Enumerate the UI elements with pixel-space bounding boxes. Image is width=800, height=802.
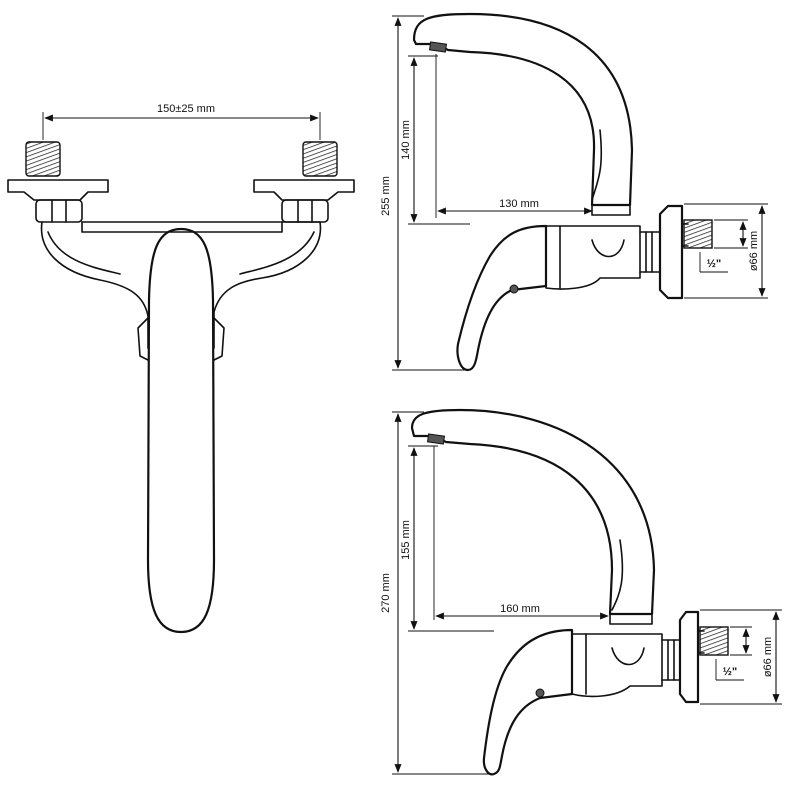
spout-long — [410, 408, 656, 616]
reach-label-long: 160 mm — [500, 603, 540, 615]
spout-height-label-short: 140 mm — [400, 120, 412, 160]
left-connector — [7, 141, 109, 223]
front-view: 150±25 mm — [7, 103, 355, 634]
spout-height-label-long: 155 mm — [400, 520, 412, 560]
spacing-dimension: 150±25 mm — [42, 103, 321, 140]
flange-diameter-label-long: ø66 mm — [762, 637, 774, 677]
reach-label-short: 130 mm — [499, 198, 539, 210]
flange-diameter-label-short: ø66 mm — [748, 231, 760, 271]
thread-label-short: ½" — [707, 258, 721, 270]
side-view-long: 270 mm 155 mm 160 mm ½" — [380, 408, 782, 776]
lever-handle-front — [146, 227, 216, 634]
spout-short — [412, 12, 634, 207]
total-height-label-long: 270 mm — [380, 573, 392, 613]
right-connector — [253, 141, 355, 223]
lever-handle-short — [456, 224, 548, 372]
total-height-label-short: 255 mm — [380, 176, 392, 216]
thread-label-long: ½" — [723, 666, 737, 678]
lever-handle-long — [482, 628, 574, 776]
spacing-label: 150±25 mm — [157, 103, 215, 115]
mixer-body — [40, 221, 322, 361]
side-view-short: 255 mm 140 mm 130 mm ½" — [380, 12, 768, 372]
